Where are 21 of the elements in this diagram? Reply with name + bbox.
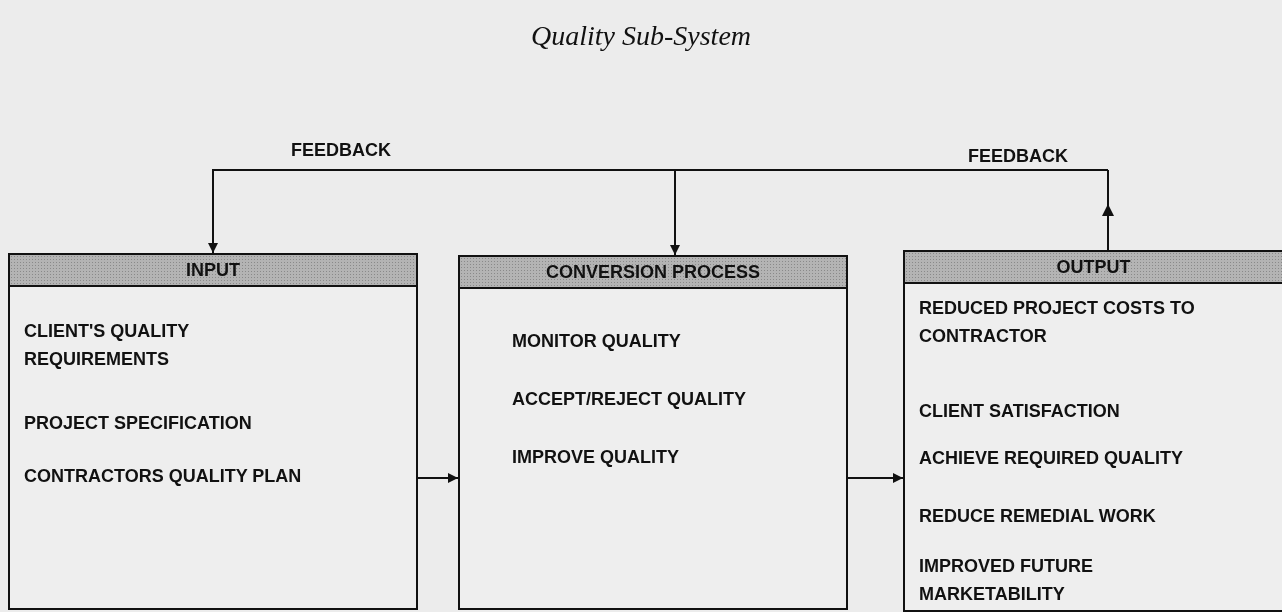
process-box bbox=[458, 255, 848, 610]
list-item: CONTRACTORS QUALITY PLAN bbox=[24, 465, 303, 488]
list-item: IMPROVED FUTURE MARKETABILITY bbox=[919, 555, 1094, 606]
box-header: OUTPUT bbox=[905, 252, 1282, 284]
list-item: IMPROVE QUALITY bbox=[512, 446, 680, 469]
diagram-title: Quality Sub-System bbox=[529, 20, 753, 52]
list-item: ACHIEVE REQUIRED QUALITY bbox=[919, 447, 1185, 470]
list-item: CLIENT'S QUALITY REQUIREMENTS bbox=[24, 320, 190, 371]
box-header: CONVERSION PROCESS bbox=[460, 257, 846, 289]
arrow bbox=[417, 473, 459, 483]
list-item: REDUCED PROJECT COSTS TO CONTRACTOR bbox=[919, 297, 1196, 348]
list-item: MONITOR QUALITY bbox=[512, 330, 682, 353]
process-box bbox=[8, 253, 418, 610]
list-item: ACCEPT/REJECT QUALITY bbox=[512, 388, 748, 411]
list-item: PROJECT SPECIFICATION bbox=[24, 412, 253, 435]
list-item: CLIENT SATISFACTION bbox=[919, 400, 1121, 423]
box-header: INPUT bbox=[10, 255, 416, 287]
feedback-line bbox=[1102, 169, 1114, 251]
process-box bbox=[903, 250, 1282, 612]
list-item: REDUCE REMEDIAL WORK bbox=[919, 505, 1157, 528]
arrow bbox=[847, 473, 904, 483]
